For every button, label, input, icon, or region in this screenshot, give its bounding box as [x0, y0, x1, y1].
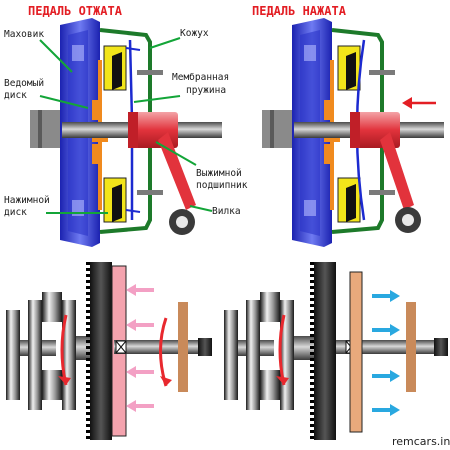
title-pressed: ПЕДАЛЬ НАЖАТА [252, 4, 347, 18]
release-fork [158, 132, 196, 210]
released-labels: Маховик Ведомый диск Нажимной диск Кожух… [4, 28, 248, 218]
crankshaft [6, 310, 20, 400]
force-arrows-right [372, 290, 400, 416]
leader-housing [149, 37, 181, 49]
friction-disc-disengaged [349, 271, 363, 433]
label-pressure-disc-1: Нажимной [4, 195, 50, 206]
engaged-scheme [6, 262, 212, 440]
label-housing: Кожух [180, 28, 209, 39]
label-pressure-disc-2: диск [4, 207, 27, 218]
release-fork-pressed [380, 132, 414, 210]
flywheel-gear-disengaged [314, 262, 336, 440]
gearbox-shaft-disengaged [336, 340, 446, 354]
gearbox-shaft [114, 340, 204, 354]
flywheel-gear [90, 262, 112, 440]
leader-diaphragm [133, 95, 181, 103]
crankshaft-disengaged [224, 310, 238, 400]
label-driven-disc-1: Ведомый [4, 78, 44, 89]
disengaged-scheme [224, 262, 448, 440]
label-fork: Вилка [212, 206, 241, 217]
label-driven-disc-2: диск [4, 90, 27, 101]
label-diaphragm-1: Мембранная [172, 72, 229, 83]
label-bearing-1: Выжимной [196, 168, 242, 179]
pressed-assembly: ПЕДАЛЬ НАЖАТА [252, 4, 444, 247]
label-flywheel: Маховик [4, 29, 44, 40]
leader-flywheel [39, 39, 73, 73]
pressure-plate-disengaged [406, 302, 416, 392]
pressure-plate [178, 302, 188, 392]
released-assembly: ПЕДАЛЬ ОТЖАТА [28, 4, 222, 247]
leader-fork [189, 205, 213, 212]
label-bearing-2: подшипник [196, 180, 248, 191]
watermark: remcars.info [392, 435, 450, 448]
label-diaphragm-2: пружина [186, 85, 226, 96]
leader-bearing [155, 141, 197, 166]
title-released: ПЕДАЛЬ ОТЖАТА [28, 4, 123, 18]
leader-driven-disc [39, 95, 89, 109]
force-arrows-left [126, 284, 154, 412]
